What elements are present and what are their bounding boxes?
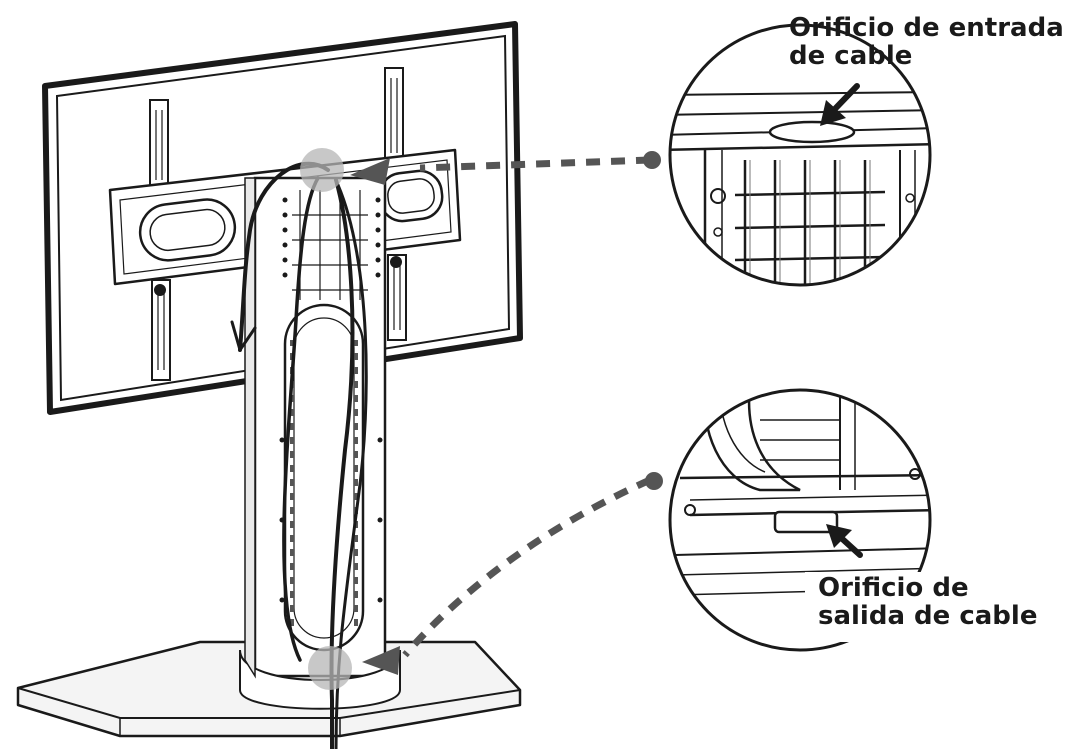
arrow-icon bbox=[820, 83, 860, 126]
callout-dot-icon bbox=[643, 151, 661, 169]
vesa-rails bbox=[149, 67, 407, 381]
callout-label-line: Orificio de bbox=[818, 573, 969, 603]
callout-label-line: salida de cable bbox=[818, 601, 1038, 631]
zoom-cable-exit bbox=[668, 388, 1055, 652]
zoom-cable-entry bbox=[668, 23, 932, 287]
arrow-icon bbox=[826, 524, 863, 558]
callout-label-cable-exit: Orificio de salida de cable bbox=[818, 574, 1037, 630]
cable-exit-highlight-icon bbox=[308, 646, 352, 690]
cable-entry-highlight-icon bbox=[300, 148, 344, 192]
leader-lines bbox=[402, 156, 652, 658]
leader-arrow-icon bbox=[350, 158, 400, 675]
callout-label-cable-entry: Orificio de entrada de cable bbox=[789, 14, 1064, 70]
callout-dot-icon bbox=[645, 472, 663, 490]
callout-label-line: de cable bbox=[789, 41, 913, 71]
callout-label-line: Orificio de entrada bbox=[789, 13, 1064, 43]
stand-column bbox=[239, 176, 401, 710]
